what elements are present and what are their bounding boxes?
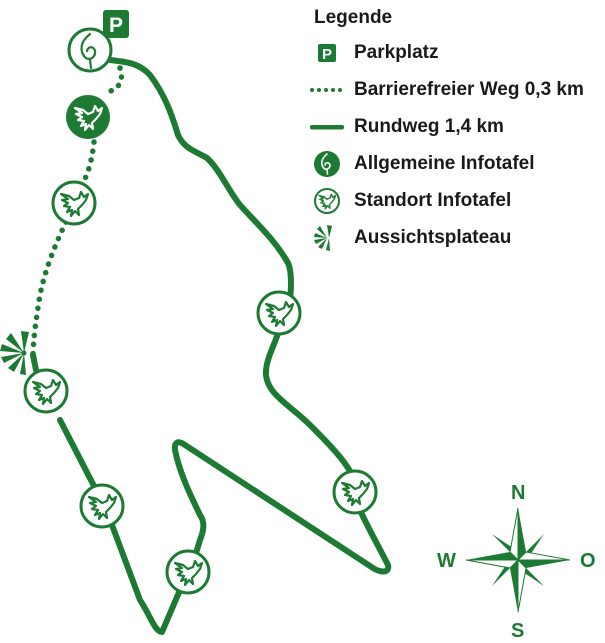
legend-label: Barrierefreier Weg 0,3 km [354, 78, 584, 100]
legend-label: Allgemeine Infotafel [354, 152, 535, 174]
viewpoint-icon [302, 223, 352, 253]
svg-text:P: P [322, 46, 332, 63]
parking-icon: P [302, 38, 352, 68]
general-info-board-marker[interactable] [67, 27, 113, 73]
location-info-board-marker[interactable] [51, 180, 97, 226]
location-info-board-marker[interactable] [256, 290, 302, 336]
rundweg-path [30, 57, 392, 635]
legend-label: Standort Infotafel [354, 189, 512, 211]
compass-west-label: W [437, 550, 456, 572]
location-info-board-icon [302, 186, 352, 216]
legend-item-general-info: Allgemeine Infotafel [312, 145, 584, 182]
location-info-board-marker[interactable] [23, 368, 69, 414]
dotted-path-icon [302, 75, 352, 105]
location-info-board-marker[interactable] [332, 469, 378, 515]
barrierefreier-weg-path [30, 65, 125, 361]
legend-item-viewpoint: Aussichtsplateau [312, 219, 584, 256]
compass-east-label: O [580, 550, 596, 572]
legend-label: Parkplatz [354, 41, 439, 63]
legend-item-location-info: Standort Infotafel [312, 182, 584, 219]
compass-north-label: N [511, 482, 526, 504]
legend-title: Legende [314, 7, 393, 28]
viewpoint-marker[interactable] [0, 331, 29, 375]
compass-rose [465, 507, 571, 613]
svg-text:P: P [109, 14, 123, 37]
compass-south-label: S [511, 620, 525, 642]
legend-label: Rundweg 1,4 km [354, 115, 504, 137]
location-info-board-marker[interactable] [165, 549, 211, 595]
legend-item-parking: P Parkplatz [312, 34, 584, 71]
parking-marker[interactable]: P [103, 10, 129, 38]
location-info-board-marker-filled[interactable] [66, 95, 110, 139]
legend-item-accessible-path: Barrierefreier Weg 0,3 km [310, 71, 584, 108]
general-info-board-icon [302, 149, 352, 179]
solid-path-icon [302, 112, 352, 142]
location-info-board-marker[interactable] [79, 483, 125, 529]
legend: Legende P Parkplatz Barrierefreier Weg 0… [310, 6, 584, 256]
legend-item-loop-path: Rundweg 1,4 km [310, 108, 584, 145]
legend-label: Aussichtsplateau [354, 226, 512, 248]
